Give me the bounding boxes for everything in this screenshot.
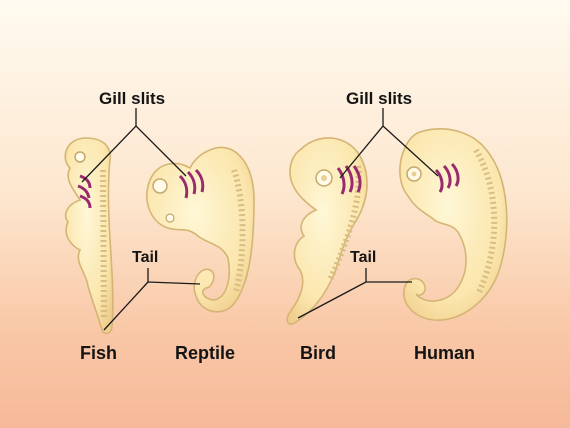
fish-label: Fish [80,343,118,363]
leader-lines [81,108,439,331]
tail-left-label: Tail [132,249,159,266]
human-embryo [399,128,508,321]
tail-right-leader [297,268,412,319]
gill-slits-left-leader [81,108,187,183]
bird-label: Bird [300,343,336,363]
human-embryo-body [399,128,508,321]
reptile-label: Reptile [175,343,236,363]
bird-embryo [286,137,368,325]
human-label: Human [414,343,476,363]
reptile-eye [152,178,168,194]
gill-slits-right-label: Gill slits [346,89,413,108]
fish-eye [74,151,86,163]
tail-left-leader [103,268,201,331]
reptile-embryo-body [146,146,255,313]
tail-right-label: Tail [350,249,377,266]
gill-slits-right-leader [339,108,439,179]
fish-spine-segments [100,169,107,321]
reptile-embryo [146,146,255,313]
bird-embryo-body [286,137,368,325]
reptile-gill-slits [178,168,205,199]
gill-slits-left-label: Gill slits [99,89,166,108]
human-gill-slits [434,162,460,193]
fish-embryo [64,137,114,335]
fish-gill-slits [77,174,92,209]
reptile-nostril [165,213,175,223]
